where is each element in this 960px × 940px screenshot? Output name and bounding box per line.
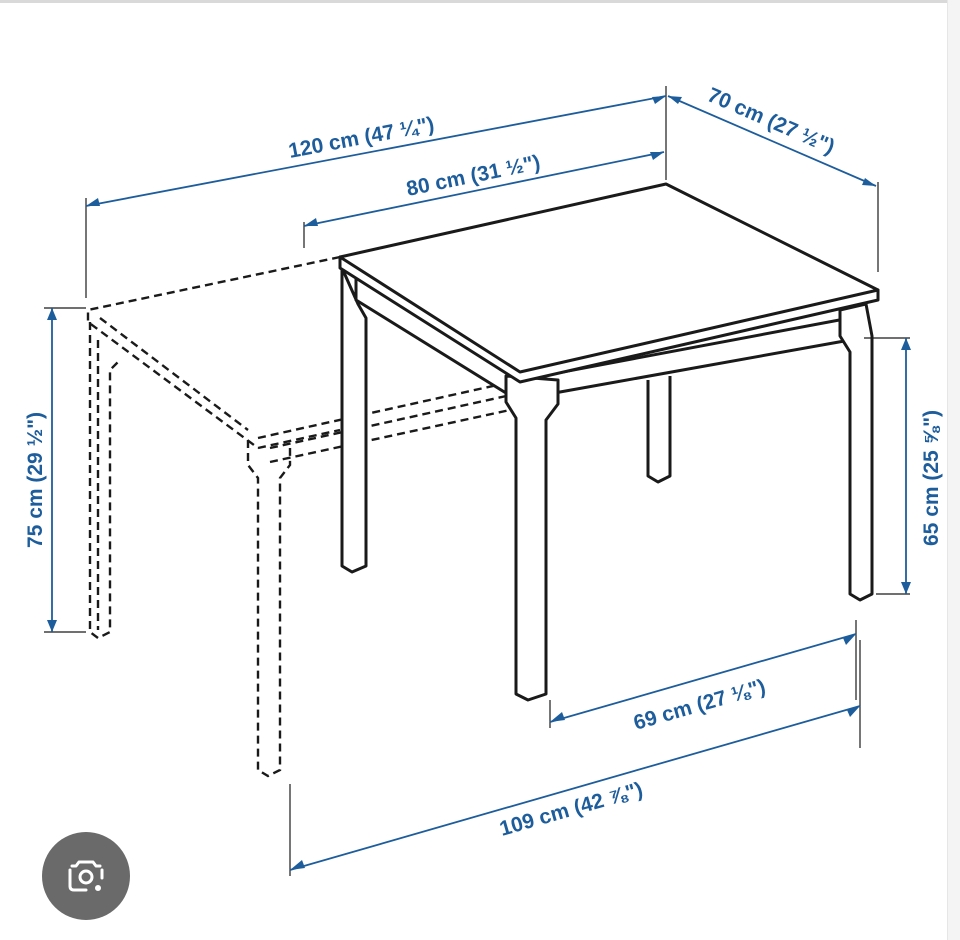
- dimension-lines: [44, 86, 911, 876]
- label-outer-leg-span: 109 cm (42 ⅞"): [497, 778, 645, 841]
- label-leg-height: 65 cm (25 ⅝"): [920, 410, 943, 546]
- extended-table-outline: [86, 255, 521, 778]
- lens-search-button[interactable]: [42, 832, 130, 920]
- camera-search-icon: [68, 860, 104, 892]
- label-inner-leg-span: 69 cm (27 ⅛"): [631, 675, 768, 735]
- label-total-height: 75 cm (29 ½"): [24, 412, 47, 548]
- dimension-labels: 120 cm (47 ¼") 80 cm (31 ½") 70 cm (27 ½…: [24, 83, 943, 840]
- label-top-length: 80 cm (31 ½"): [404, 151, 542, 201]
- scrollbar-track[interactable]: [947, 0, 960, 940]
- table-body: [338, 182, 880, 702]
- label-extended-length: 120 cm (47 ¼"): [287, 113, 436, 163]
- top-border: [0, 0, 960, 3]
